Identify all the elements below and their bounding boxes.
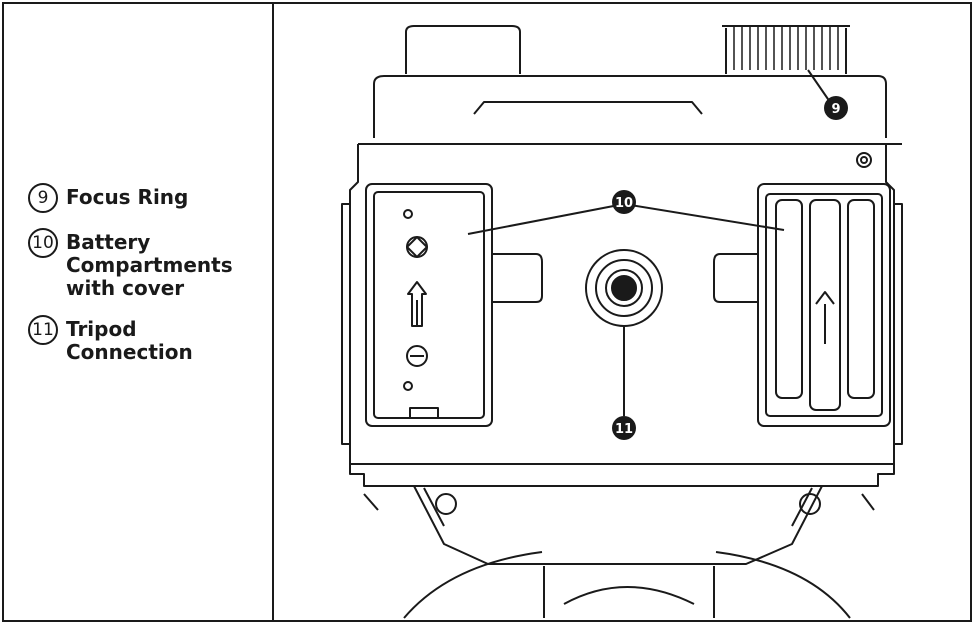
tripod-socket-hole bbox=[611, 275, 637, 301]
callout-badge-focus: 9 bbox=[824, 96, 848, 120]
svg-text:9: 9 bbox=[831, 102, 840, 117]
legend-label: Tripod Connection bbox=[66, 317, 193, 364]
right-battery-compartment bbox=[757, 183, 891, 427]
eyepiece-mount-left bbox=[435, 493, 457, 515]
right-grip bbox=[894, 203, 903, 445]
screw-icon bbox=[856, 152, 872, 168]
lens-housing bbox=[403, 551, 851, 619]
callout-badge-tripod: 11 bbox=[612, 416, 636, 440]
top-housing-ridge bbox=[473, 101, 703, 115]
legend-item-focus-ring: 9 Focus Ring bbox=[28, 182, 268, 213]
left-grip bbox=[341, 203, 350, 445]
device-bottom-view-illustration: 9 10 11 bbox=[341, 25, 903, 619]
arrow-up-icon bbox=[407, 281, 427, 327]
column-divider bbox=[272, 4, 274, 620]
bridge-curve bbox=[563, 586, 695, 605]
legend-item-battery-compartments: 10 Battery Compartments with cover bbox=[28, 227, 268, 300]
battery-cell bbox=[809, 199, 841, 411]
legend-number-badge: 9 bbox=[28, 183, 58, 213]
left-clip bbox=[492, 253, 543, 303]
svg-text:10: 10 bbox=[615, 196, 633, 211]
legend-item-tripod-connection: 11 Tripod Connection bbox=[28, 314, 268, 364]
device-diagram: 9 10 11 bbox=[274, 4, 970, 620]
plus-marking-icon bbox=[406, 236, 428, 258]
svg-text:11: 11 bbox=[615, 422, 633, 437]
right-clip bbox=[713, 253, 758, 303]
left-battery-cover bbox=[365, 183, 493, 427]
minus-marking-icon bbox=[406, 345, 428, 367]
legend-label: Battery Compartments with cover bbox=[66, 230, 233, 300]
focus-ring-ridges bbox=[733, 26, 839, 70]
eyepiece-mount-right bbox=[799, 493, 821, 515]
legend-number-badge: 10 bbox=[28, 228, 58, 258]
screw-icon bbox=[403, 209, 413, 219]
callout-line-battery-right bbox=[623, 203, 785, 231]
parts-legend: 9 Focus Ring 10 Battery Compartments wit… bbox=[28, 182, 268, 378]
main-body-outline bbox=[349, 144, 895, 465]
lower-body-chassis bbox=[413, 485, 823, 565]
callout-line-focus bbox=[807, 69, 831, 103]
legend-number-badge: 11 bbox=[28, 315, 58, 345]
left-knob-outline bbox=[405, 25, 521, 74]
callout-line-battery-left bbox=[467, 203, 625, 235]
legend-label: Focus Ring bbox=[66, 185, 189, 209]
cover-latch bbox=[409, 407, 439, 419]
battery-cell bbox=[775, 199, 803, 399]
focus-ring-knob bbox=[722, 25, 850, 74]
lower-body-edge bbox=[349, 464, 895, 487]
callout-badge-battery: 10 bbox=[612, 190, 636, 214]
battery-cell bbox=[847, 199, 875, 399]
top-housing bbox=[373, 75, 887, 138]
arrow-up-icon bbox=[815, 291, 835, 344]
